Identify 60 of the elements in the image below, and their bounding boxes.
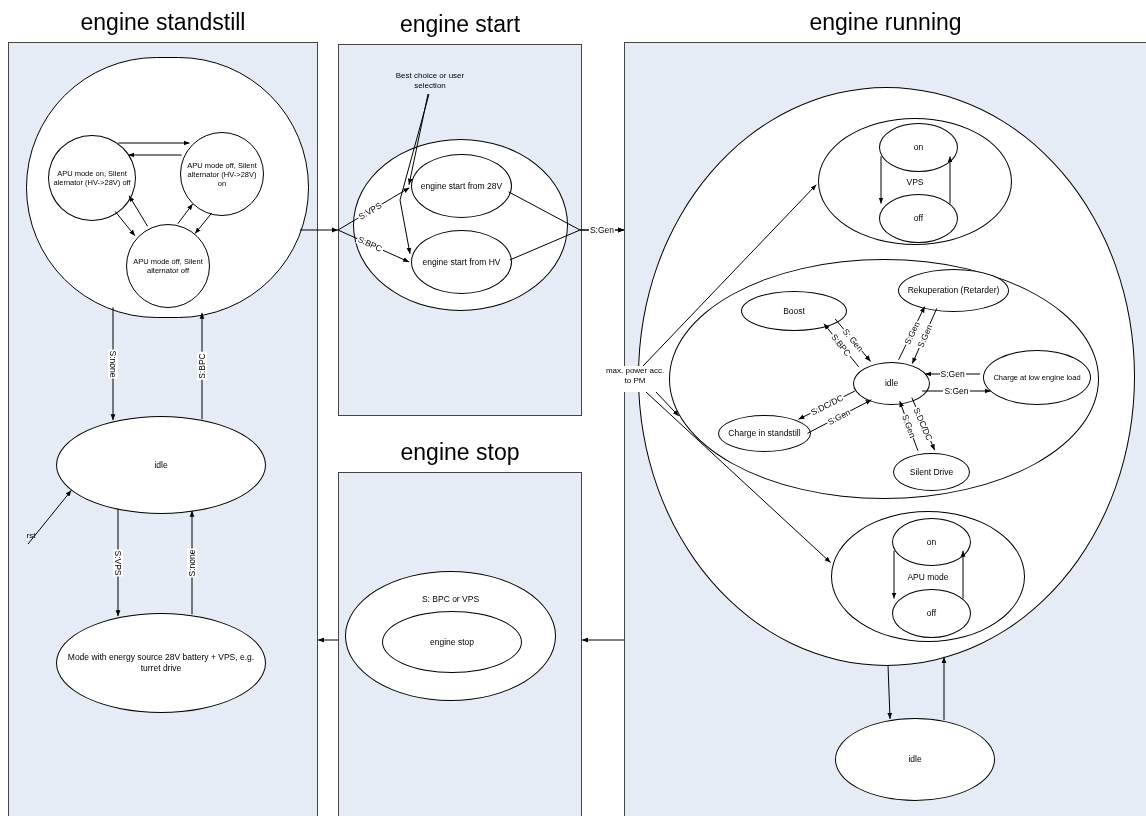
state-label: engine start from 28V [419, 180, 504, 192]
edge-label: S:none [187, 548, 197, 577]
arrow [127, 152, 183, 158]
arrow [941, 656, 947, 721]
note-text: rst [21, 531, 41, 545]
state-ellipse [853, 362, 930, 405]
arrow [128, 195, 149, 227]
state-ellipse [983, 350, 1091, 405]
state-label: Mode with energy source 28V battery + VPS, e.g. turret drive [66, 652, 256, 674]
state-label: Charge in standstill [727, 428, 802, 439]
arrow [407, 93, 429, 186]
arrow [299, 227, 339, 233]
arrow [581, 637, 625, 643]
note-text: Best choice or user selection [387, 71, 473, 95]
state-label: APU mode [906, 571, 950, 582]
arrow [645, 391, 832, 564]
note-text: max. power acc. to PM [604, 366, 666, 392]
arrow [655, 391, 680, 417]
edge-label: S:Gen [588, 225, 616, 235]
state-label: off [925, 608, 938, 619]
arrow [177, 203, 194, 225]
arrow [399, 93, 430, 255]
state-label: Silent Drive [908, 466, 955, 478]
state-ellipse [893, 453, 970, 491]
arrow [642, 184, 817, 367]
state-label: S: BPC or VPS [420, 594, 481, 605]
state-label: on [912, 142, 925, 153]
arrow [887, 664, 893, 720]
state-label: idle [883, 378, 900, 389]
arrow [27, 489, 72, 545]
edge-label: S:Gen [939, 369, 966, 379]
state-label: Rekuperation (Retarder) [906, 285, 1001, 296]
state-ellipse [879, 194, 958, 243]
state-label: engine stop [429, 636, 475, 648]
panel-title: engine start [399, 10, 521, 39]
panel-title: engine running [809, 8, 962, 37]
arrow [114, 210, 136, 237]
edge-label: S:Gen [943, 386, 970, 396]
state-label: VPS [905, 176, 925, 187]
state-label: engine start from HV [421, 256, 502, 268]
edge-label: S:VPS [113, 549, 123, 577]
state-label: Boost [782, 305, 806, 317]
arrow [317, 637, 339, 643]
panel-title: engine stop [400, 438, 520, 467]
state-ellipse [879, 123, 958, 172]
edge-label: S:none [108, 349, 118, 379]
arrow [194, 212, 213, 235]
arrow [947, 155, 953, 205]
state-label: on [925, 536, 938, 548]
arrow [117, 140, 191, 146]
edge-label: S:BPC [197, 352, 207, 380]
arrow [878, 155, 884, 205]
state-label: idle [153, 459, 169, 471]
state-ellipse [892, 518, 971, 566]
state-ellipse [892, 589, 971, 638]
arrow [960, 550, 966, 600]
state-label: idle [907, 754, 923, 765]
panel-title: engine standstill [80, 8, 246, 37]
arrow [891, 550, 897, 600]
state-label: off [912, 213, 925, 224]
